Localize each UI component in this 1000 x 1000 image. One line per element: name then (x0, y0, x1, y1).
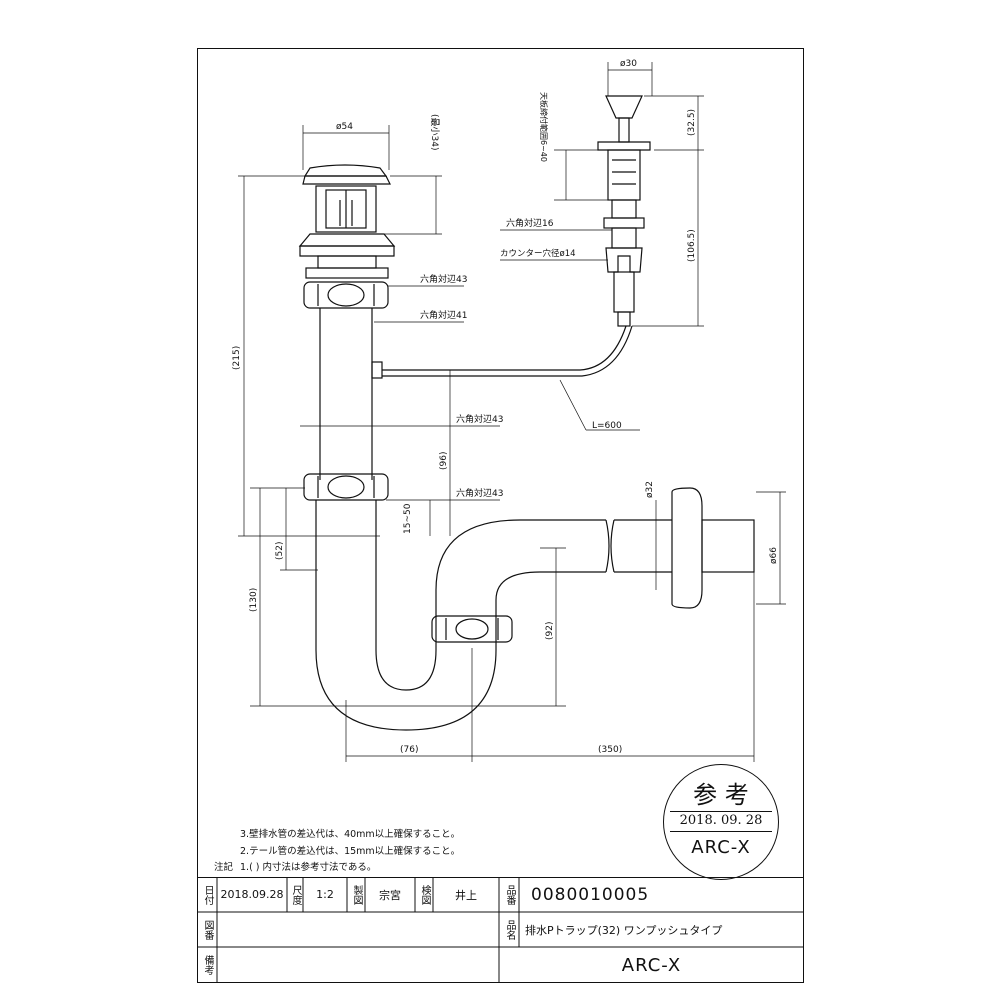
dim-hex41: 六角対辺41 (420, 309, 467, 321)
dim-d66: ø66 (769, 547, 779, 564)
value-product-name: 排水Pトラップ(32) ワンプッシュタイプ (525, 923, 723, 937)
label-date: 日付 (202, 884, 213, 905)
release-cable (382, 325, 633, 377)
stamp-date: 2018. 09. 28 (679, 813, 763, 828)
note-1: 1.( ) 内寸法は参考寸法である。 (240, 862, 377, 873)
value-drawn: 宗宮 (379, 888, 401, 902)
push-knob (597, 95, 651, 327)
popup-cap (298, 164, 396, 279)
dim-d54: ø54 (336, 122, 353, 132)
dim-d32-5: (32.5) (687, 109, 697, 136)
label-scale: 尺度 (290, 884, 301, 905)
dim-d76: (76) (400, 745, 418, 755)
label-drawn: 製図 (351, 884, 362, 905)
label-product-no: 品番 (504, 884, 515, 905)
dim-hex43-trap: 六角対辺43 (456, 487, 503, 499)
dim-d215: (215) (232, 346, 242, 370)
p-trap (315, 487, 755, 731)
dim-d130: (130) (249, 588, 259, 612)
title-block-brand: ARC-X (621, 954, 682, 976)
dim-hex43-mid: 六角対辺43 (456, 413, 503, 425)
value-date: 2018.09.28 (220, 888, 284, 901)
title-block: 日付 2018.09.28 尺度 1:2 製図 宗宮 検図 井上 品番 0080… (197, 877, 804, 983)
dim-d32: ø32 (645, 481, 655, 498)
dim-d350: (350) (598, 745, 622, 755)
dim-counter-hole: カウンター穴径ø14 (500, 248, 576, 259)
dimension-lines (238, 62, 786, 762)
drawing-sheet (197, 48, 804, 983)
label-remarks: 備考 (202, 955, 213, 975)
label-drawing-no: 図番 (202, 919, 213, 940)
dim-hex16: 六角対辺16 (506, 217, 554, 229)
stamp-brand: ARC-X (691, 837, 751, 858)
note-3: 3.壁排水管の差込代は、40mm以上確保すること。 (240, 829, 461, 840)
title-block-grid (197, 877, 804, 983)
label-checked: 検図 (419, 884, 430, 905)
dim-cable: L=600 (592, 421, 622, 431)
dim-max34: (最小34) (429, 114, 440, 150)
dim-hex43-top: 六角対辺43 (420, 273, 467, 285)
label-product-name: 品名 (504, 919, 515, 940)
dim-15-50: 15~50 (403, 503, 413, 534)
value-checked: 井上 (455, 888, 477, 902)
dim-d92: (92) (545, 622, 555, 640)
dim-d96: (96) (439, 452, 449, 470)
value-scale: 1:2 (316, 888, 334, 901)
dim-d106-5: (106.5) (687, 229, 697, 262)
stamp-title: 参 考 (693, 781, 749, 809)
note-label: 注記 (214, 862, 234, 873)
reference-stamp: 参 考 2018. 09. 28 ARC-X (663, 764, 779, 880)
dim-d52: (52) (275, 542, 285, 560)
dim-top-plate: 天板締付範囲6~40 (539, 92, 549, 162)
dim-d30: ø30 (620, 59, 637, 69)
value-product-no: 0080010005 (531, 884, 650, 905)
note-2: 2.テール管の差込代は、15mm以上確保すること。 (240, 846, 461, 857)
tail-pipe (319, 308, 383, 480)
hex-nut-middle (303, 473, 389, 501)
hex-nut-top (303, 281, 389, 309)
